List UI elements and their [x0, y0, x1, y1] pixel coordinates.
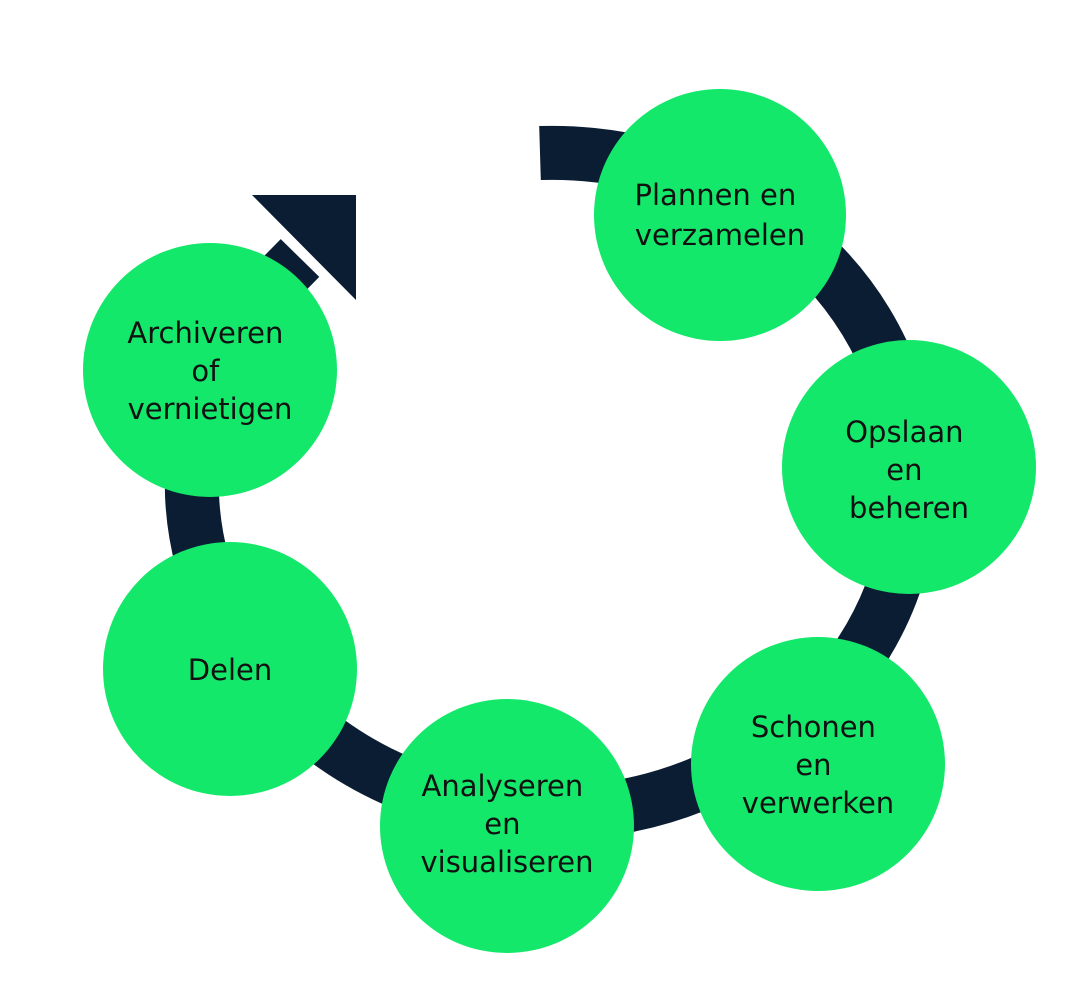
stage-label-line: Archiveren [127, 316, 283, 350]
stage-label: Plannen en verzamelen [635, 178, 806, 252]
stage-label-line: en [886, 453, 922, 487]
stage-label-line: verwerken [742, 786, 894, 820]
stage-label-line: Analyseren [422, 769, 584, 803]
stage-label: Schonen en verwerken [742, 710, 894, 820]
stage-circle [594, 89, 846, 341]
stage-label-line: visualiseren [420, 845, 593, 879]
stage-schonen: Schonen en verwerken [691, 637, 945, 891]
stage-circle [380, 699, 634, 953]
stage-plannen: Plannen en verzamelen [594, 89, 846, 341]
stage-circle [691, 637, 945, 891]
stage-circle [83, 243, 337, 497]
cycle-arrowhead-icon [252, 195, 356, 300]
stage-label-line: Schonen [751, 710, 876, 744]
stage-label: Opslaan en beheren [845, 415, 973, 525]
stage-label: Analyseren en visualiseren [420, 769, 593, 879]
stage-label-line: en [795, 748, 831, 782]
stage-archiveren: Archiveren of vernietigen [83, 243, 337, 497]
stage-label-line: Delen [188, 653, 272, 687]
stage-label: Delen [188, 653, 272, 687]
stage-label-line: beheren [849, 491, 969, 525]
stage-delen: Delen [103, 542, 357, 796]
stage-circle [782, 340, 1036, 594]
stage-label-line: Opslaan [845, 415, 963, 449]
stage-opslaan: Opslaan en beheren [782, 340, 1036, 594]
stage-analyseren: Analyseren en visualiseren [380, 699, 634, 953]
stage-circle [103, 542, 357, 796]
stage-label-line: en [484, 807, 520, 841]
stage-label: Archiveren of vernietigen [127, 316, 292, 426]
stage-label-line: vernietigen [128, 392, 293, 426]
stage-label-line: Plannen en [635, 178, 797, 212]
stage-label-line: verzamelen [635, 218, 805, 252]
stage-label-line: of [191, 354, 220, 388]
